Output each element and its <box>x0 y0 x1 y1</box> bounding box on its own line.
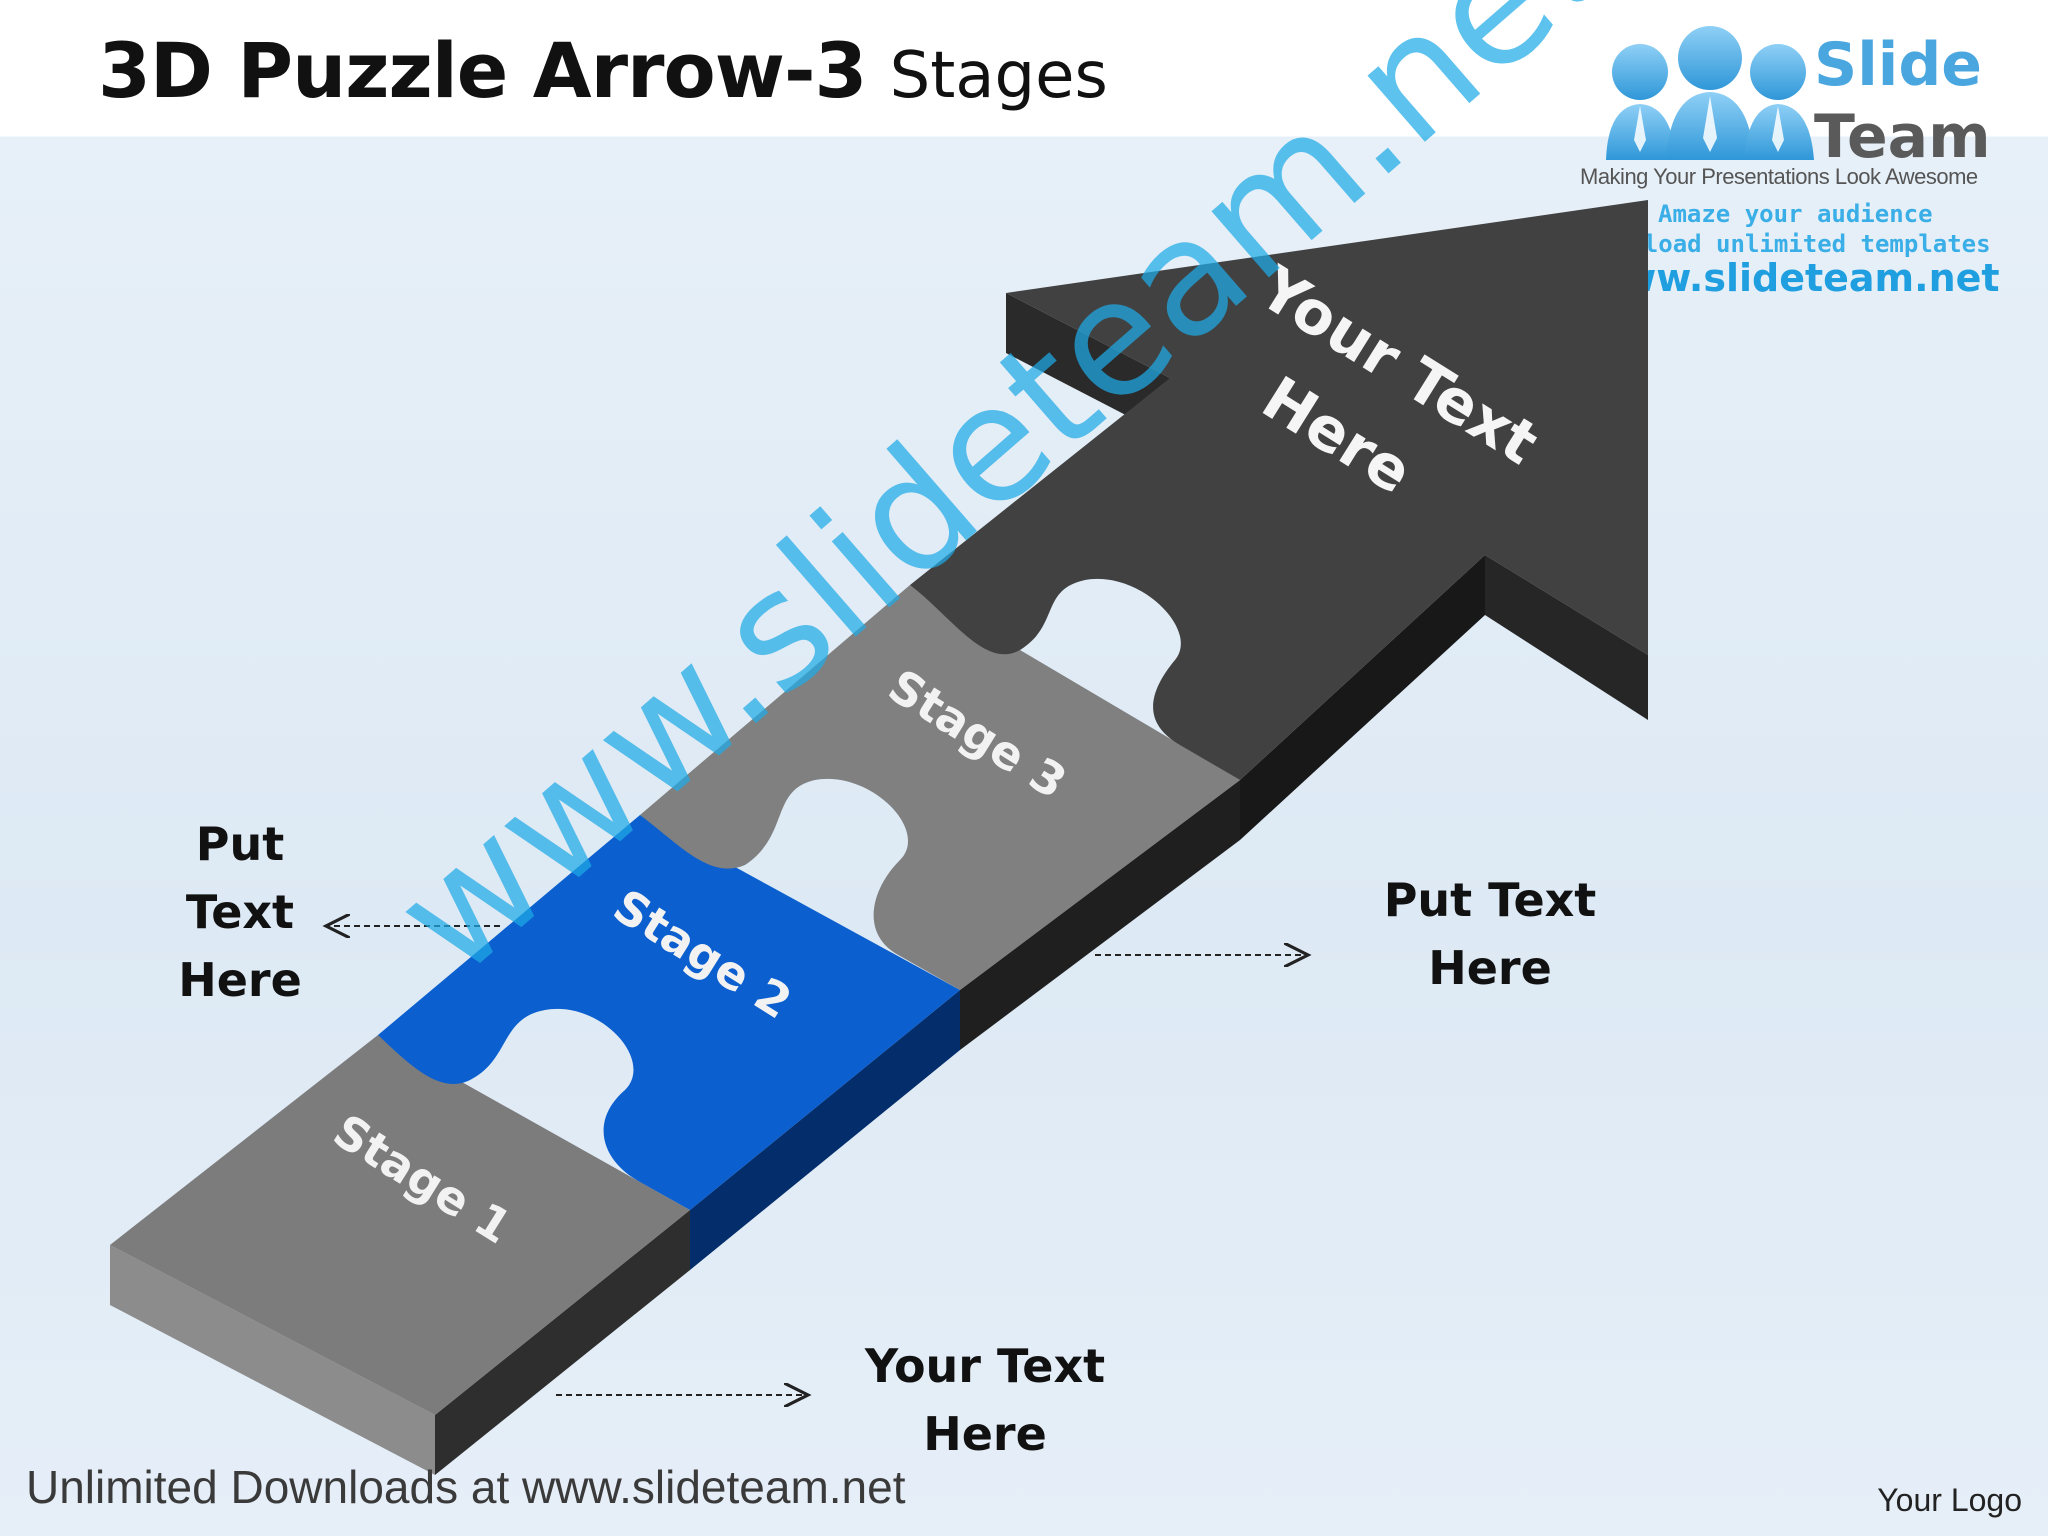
callout-bottom-line-1: Your Text <box>864 1339 1106 1393</box>
stage-2-side-face <box>690 990 960 1270</box>
stage-1-top-face <box>110 1035 690 1415</box>
callout-left: Put Text Here <box>140 810 340 1014</box>
stage-3-top-face <box>640 585 1240 990</box>
stage-1-side-face <box>435 1210 690 1475</box>
slide-title: 3D Puzzle Arrow-3 Stages <box>98 26 1108 115</box>
brand-tagline: Making Your Presentations Look Awesome <box>1580 164 1978 189</box>
people-logo-icon <box>1606 26 1814 160</box>
footer-text: Unlimited Downloads at www.slideteam.net <box>26 1461 906 1513</box>
slide-title-bold: 3D Puzzle Arrow-3 <box>98 26 867 115</box>
promo-line-2: Download unlimited templates <box>1586 230 1991 258</box>
brand-name-team: Team <box>1814 102 1991 172</box>
callout-left-line-2: Here <box>178 953 302 1007</box>
arrow-head-side-face <box>1485 555 1648 720</box>
stage-2-top-face <box>378 815 960 1210</box>
arrow-head-top-face <box>910 200 1648 780</box>
promo-line-1: Amaze your audience <box>1658 200 1933 228</box>
brand-name-slide: Slide <box>1814 30 1982 100</box>
callout-right-line-1: Put Text <box>1383 873 1597 927</box>
arrow-head-side-face-left <box>1006 293 1170 438</box>
promo-line-3: www.slideteam.net <box>1586 256 2000 300</box>
callout-right-line-2: Here <box>1428 941 1552 995</box>
callout-right: Put Text Here <box>1380 866 1600 1002</box>
callout-bottom-line-2: Here <box>923 1407 1047 1461</box>
logo-placeholder: Your Logo <box>1877 1482 2022 1518</box>
callout-bottom: Your Text Here <box>860 1332 1110 1468</box>
callout-left-line-1: Put Text <box>185 817 295 939</box>
stage-3-side-face <box>960 780 1240 1050</box>
stage-1-front-face <box>110 1245 435 1475</box>
slide-title-light: Stages <box>889 39 1108 113</box>
brand-logo: Slide Team Making Your Presentations Loo… <box>1580 20 2020 300</box>
arrow-shaft-side-face <box>1240 555 1485 840</box>
